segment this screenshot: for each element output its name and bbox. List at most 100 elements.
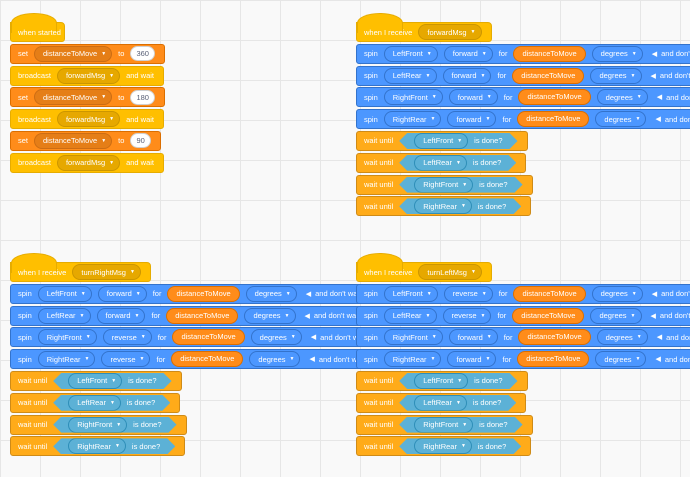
unit-dropdown[interactable]: degrees▼ — [590, 67, 642, 84]
wait-until-block[interactable]: wait until RightRear▼is done? — [356, 436, 532, 457]
motor-done-condition[interactable]: RightFront▼is done? — [399, 417, 522, 433]
direction-dropdown[interactable]: reverse▼ — [442, 307, 492, 324]
motor-dropdown[interactable]: LeftFront▼ — [414, 133, 468, 149]
unit-dropdown[interactable]: degrees▼ — [596, 329, 648, 346]
variable-reporter[interactable]: distanceToMove — [172, 329, 245, 346]
motor-done-condition[interactable]: LeftFront▼is done? — [399, 373, 517, 389]
script-when-receive-turn-right[interactable]: when I receive turnRightMsg▼ spin LeftFr… — [10, 250, 374, 458]
spin-motor-block[interactable]: spin RightFront▼ forward▼ for distanceTo… — [356, 87, 690, 108]
direction-dropdown[interactable]: forward▼ — [448, 89, 498, 106]
unit-dropdown[interactable]: degrees▼ — [591, 285, 643, 302]
motor-dropdown[interactable]: LeftFront▼ — [414, 373, 468, 389]
variable-reporter[interactable]: distanceToMove — [518, 89, 591, 106]
message-dropdown[interactable]: forwardMsg▼ — [56, 67, 121, 84]
set-variable-block[interactable]: set distanceToMove▼ to 90 — [10, 130, 161, 151]
variable-reporter[interactable]: distanceToMove — [512, 307, 585, 324]
wait-until-block[interactable]: wait until RightRear▼is done? — [10, 436, 186, 457]
direction-dropdown[interactable]: reverse▼ — [102, 329, 152, 346]
motor-done-condition[interactable]: RightFront▼is done? — [53, 417, 176, 433]
spin-motor-block[interactable]: spin RightRear▼ reverse▼ for distanceToM… — [10, 349, 372, 370]
motor-dropdown[interactable]: RightFront▼ — [414, 417, 473, 433]
direction-dropdown[interactable]: reverse▼ — [101, 351, 151, 368]
direction-dropdown[interactable]: forward▼ — [97, 285, 147, 302]
when-receive-hat-block[interactable]: when I receive turnRightMsg▼ — [10, 253, 151, 282]
spin-motor-block[interactable]: spin RightFront▼ reverse▼ for distanceTo… — [10, 327, 374, 348]
variable-dropdown[interactable]: distanceToMove▼ — [34, 89, 113, 106]
broadcast-and-wait-block[interactable]: broadcast forwardMsg▼ and wait — [10, 65, 165, 86]
wait-until-block[interactable]: wait until LeftFront▼is done? — [356, 370, 528, 391]
spin-motor-block[interactable]: spin LeftFront▼ forward▼ for distanceToM… — [10, 283, 369, 304]
unit-dropdown[interactable]: degrees▼ — [244, 307, 296, 324]
motor-done-condition[interactable]: LeftFront▼is done? — [399, 133, 517, 149]
message-dropdown[interactable]: turnLeftMsg▼ — [418, 264, 482, 280]
unit-dropdown[interactable]: degrees▼ — [591, 45, 643, 62]
motor-dropdown[interactable]: RightRear▼ — [383, 111, 442, 128]
motor-done-condition[interactable]: LeftRear▼is done? — [53, 395, 170, 411]
wait-until-block[interactable]: wait until LeftFront▼is done? — [10, 370, 182, 391]
broadcast-and-wait-block[interactable]: broadcast forwardMsg▼ and wait — [10, 109, 165, 130]
set-variable-block[interactable]: set distanceToMove▼ to 180 — [10, 87, 165, 108]
variable-reporter[interactable]: distanceToMove — [517, 111, 590, 128]
motor-dropdown[interactable]: LeftFront▼ — [383, 285, 438, 302]
when-receive-hat-block[interactable]: when I receive forwardMsg▼ — [356, 13, 492, 42]
motor-dropdown[interactable]: LeftRear▼ — [37, 307, 91, 324]
motor-done-condition[interactable]: LeftRear▼is done? — [399, 155, 516, 171]
variable-dropdown[interactable]: distanceToMove▼ — [34, 45, 113, 62]
motor-dropdown[interactable]: LeftRear▼ — [414, 155, 467, 171]
wait-until-block[interactable]: wait until LeftRear▼is done? — [356, 152, 527, 173]
unit-dropdown[interactable]: degrees▼ — [250, 329, 302, 346]
motor-dropdown[interactable]: LeftRear▼ — [414, 395, 467, 411]
motor-dropdown[interactable]: LeftFront▼ — [68, 373, 122, 389]
variable-reporter[interactable]: distanceToMove — [513, 285, 586, 302]
motor-dropdown[interactable]: RightRear▼ — [68, 438, 126, 454]
message-dropdown[interactable]: forwardMsg▼ — [418, 24, 482, 40]
script-when-started[interactable]: when started set distanceToMove▼ to 360 … — [10, 10, 165, 174]
unit-dropdown[interactable]: degrees▼ — [245, 285, 297, 302]
motor-dropdown[interactable]: LeftRear▼ — [68, 395, 121, 411]
motor-done-condition[interactable]: LeftFront▼is done? — [53, 373, 171, 389]
wait-until-block[interactable]: wait until RightFront▼is done? — [356, 414, 533, 435]
motor-dropdown[interactable]: LeftFront▼ — [37, 285, 92, 302]
message-dropdown[interactable]: forwardMsg▼ — [56, 111, 121, 128]
motor-dropdown[interactable]: RightRear▼ — [383, 351, 442, 368]
message-dropdown[interactable]: turnRightMsg▼ — [72, 264, 141, 280]
spin-motor-block[interactable]: spin RightFront▼ forward▼ for distanceTo… — [356, 327, 690, 348]
motor-dropdown[interactable]: RightFront▼ — [383, 89, 443, 106]
motor-dropdown[interactable]: RightRear▼ — [37, 351, 96, 368]
wait-until-block[interactable]: wait until LeftRear▼is done? — [10, 392, 181, 413]
variable-reporter[interactable]: distanceToMove — [171, 351, 244, 368]
motor-done-condition[interactable]: LeftRear▼is done? — [399, 395, 516, 411]
unit-dropdown[interactable]: degrees▼ — [249, 351, 301, 368]
motor-dropdown[interactable]: RightFront▼ — [37, 329, 97, 346]
direction-dropdown[interactable]: forward▼ — [447, 351, 497, 368]
wait-until-block[interactable]: wait until LeftRear▼is done? — [356, 392, 527, 413]
motor-dropdown[interactable]: RightRear▼ — [414, 198, 472, 214]
variable-reporter[interactable]: distanceToMove — [512, 67, 585, 84]
motor-dropdown[interactable]: RightFront▼ — [383, 329, 443, 346]
value-input[interactable]: 90 — [130, 133, 151, 149]
wait-until-block[interactable]: wait until RightFront▼is done? — [356, 174, 533, 195]
variable-reporter[interactable]: distanceToMove — [518, 329, 591, 346]
variable-dropdown[interactable]: distanceToMove▼ — [34, 132, 113, 149]
value-input[interactable]: 360 — [130, 46, 155, 62]
variable-reporter[interactable]: distanceToMove — [166, 307, 239, 324]
motor-dropdown[interactable]: LeftFront▼ — [383, 45, 438, 62]
spin-motor-block[interactable]: spin LeftFront▼ reverse▼ for distanceToM… — [356, 283, 690, 304]
motor-done-condition[interactable]: RightRear▼is done? — [399, 198, 521, 214]
wait-until-block[interactable]: wait until RightRear▼is done? — [356, 196, 532, 217]
motor-done-condition[interactable]: RightFront▼is done? — [399, 177, 522, 193]
motor-dropdown[interactable]: RightFront▼ — [414, 177, 473, 193]
motor-done-condition[interactable]: RightRear▼is done? — [399, 438, 521, 454]
direction-dropdown[interactable]: forward▼ — [447, 111, 497, 128]
direction-dropdown[interactable]: forward▼ — [443, 45, 493, 62]
motor-dropdown[interactable]: RightRear▼ — [414, 438, 472, 454]
value-input[interactable]: 180 — [130, 89, 155, 105]
variable-reporter[interactable]: distanceToMove — [167, 285, 240, 302]
spin-motor-block[interactable]: spin LeftFront▼ forward▼ for distanceToM… — [356, 43, 690, 64]
direction-dropdown[interactable]: reverse▼ — [443, 285, 493, 302]
motor-done-condition[interactable]: RightRear▼is done? — [53, 438, 175, 454]
direction-dropdown[interactable]: forward▼ — [96, 307, 146, 324]
wait-until-block[interactable]: wait until LeftFront▼is done? — [356, 130, 528, 151]
script-when-receive-turn-left[interactable]: when I receive turnLeftMsg▼ spin LeftFro… — [356, 250, 690, 458]
script-when-receive-forward[interactable]: when I receive forwardMsg▼ spin LeftFron… — [356, 10, 690, 218]
